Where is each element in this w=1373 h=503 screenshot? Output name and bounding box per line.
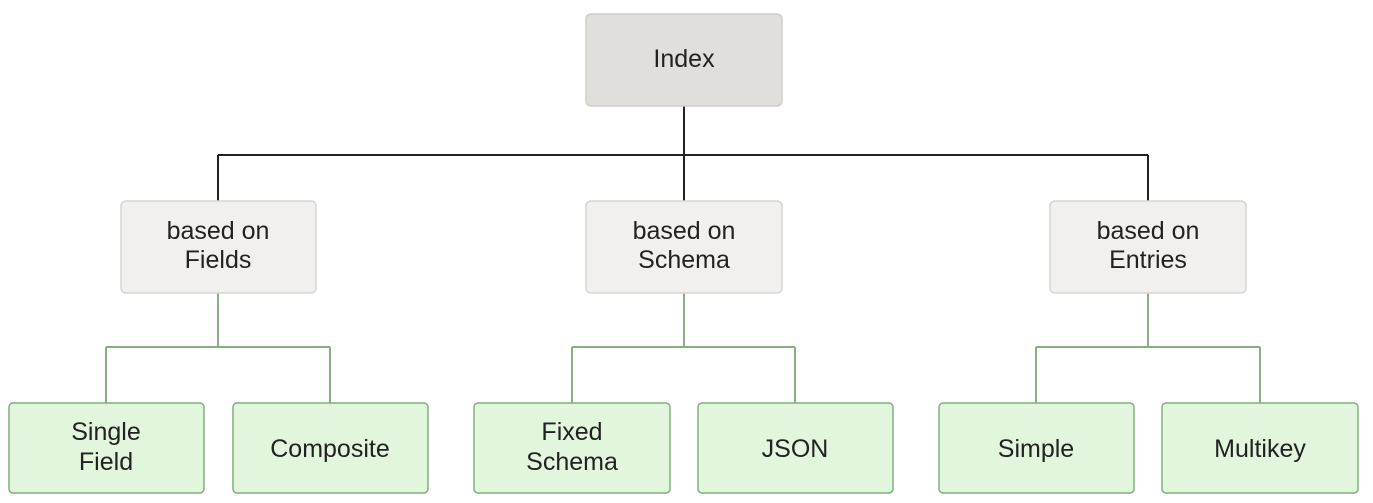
leaf-label: JSON <box>762 435 829 463</box>
leaf-box <box>938 402 1135 494</box>
leaf-node-simple: Simple <box>938 402 1135 494</box>
category-node-schema: based on Schema <box>585 200 783 294</box>
category-node-fields: based on Fields <box>120 200 317 294</box>
leaf-node-composite: Composite <box>232 402 429 494</box>
leaf-label: Simple <box>998 435 1074 463</box>
root-node-index: Index <box>585 13 783 107</box>
category-box <box>120 200 317 294</box>
leaf-label-line-1: Single <box>71 418 141 446</box>
root-label: Index <box>653 45 715 73</box>
leaf-label-line-2: Schema <box>526 448 618 476</box>
leaf-label-line-2: Field <box>79 448 133 476</box>
leaf-box <box>8 402 205 494</box>
leaf-node-multikey: Multikey <box>1161 402 1359 494</box>
category-box <box>585 200 783 294</box>
leaf-box <box>1161 402 1359 494</box>
leaf-label: Multikey <box>1214 435 1306 463</box>
root-box <box>585 13 783 107</box>
leaf-node-single-field: Single Field <box>8 402 205 494</box>
category-label-line-1: based on <box>1097 217 1200 245</box>
leaf-box <box>232 402 429 494</box>
category-label-line-2: Entries <box>1109 246 1187 274</box>
leaf-label: Composite <box>270 435 390 463</box>
leaf-box <box>473 402 671 494</box>
leaf-node-fixed-schema: Fixed Schema <box>473 402 671 494</box>
category-label-line-1: based on <box>633 217 736 245</box>
category-label-line-2: Schema <box>638 246 730 274</box>
leaf-box <box>697 402 894 494</box>
leaf-label-line-1: Fixed <box>541 418 602 446</box>
category-label-line-1: based on <box>167 217 270 245</box>
leaf-node-json: JSON <box>697 402 894 494</box>
category-label-line-2: Fields <box>185 246 252 274</box>
category-node-entries: based on Entries <box>1049 200 1247 294</box>
connectors <box>105 106 1261 403</box>
category-box <box>1049 200 1247 294</box>
